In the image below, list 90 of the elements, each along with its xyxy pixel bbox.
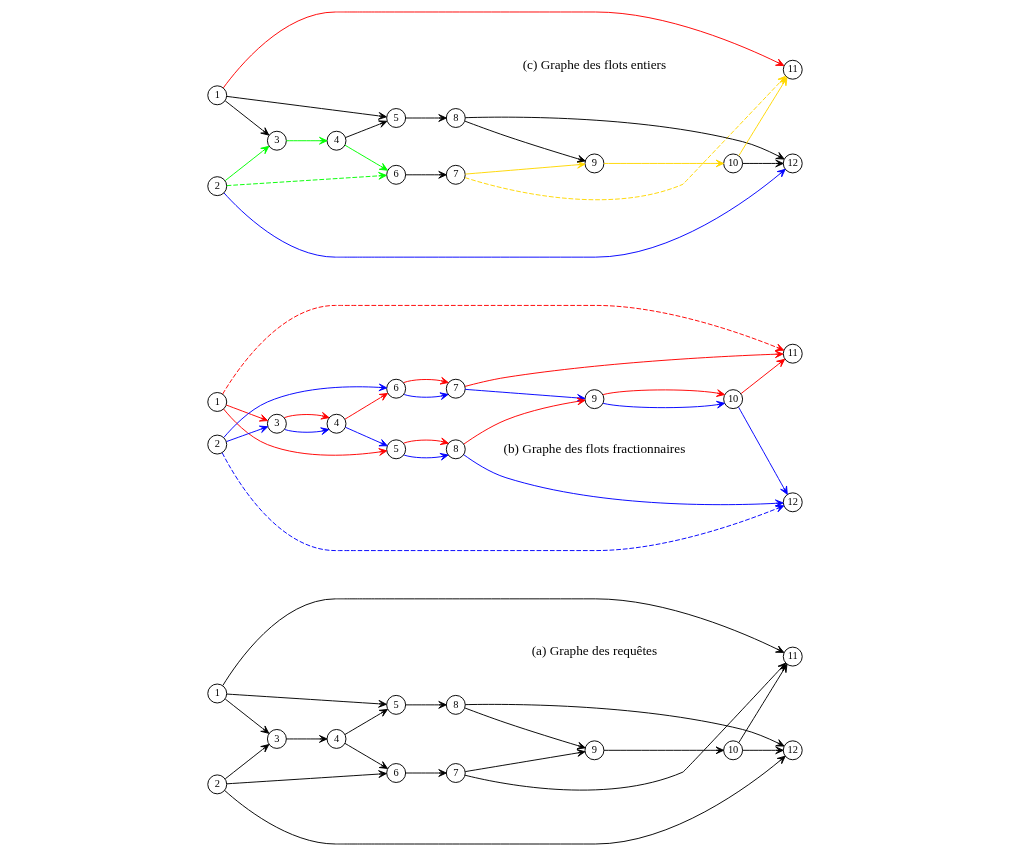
arrow <box>283 427 329 435</box>
node-circle: 5 <box>385 439 406 460</box>
arrow <box>225 770 387 785</box>
arrow <box>344 392 388 420</box>
arrow <box>285 735 327 743</box>
node-circle: 7 <box>445 378 466 399</box>
node-circle: 12 <box>782 153 803 174</box>
node-circle: 11 <box>782 646 803 667</box>
arrow <box>224 100 269 136</box>
node-circle: 9 <box>584 389 604 410</box>
node-circle: 3 <box>266 413 287 434</box>
arrow <box>225 693 387 708</box>
arrow <box>462 454 784 508</box>
arrow <box>344 120 387 139</box>
arrow <box>737 406 788 495</box>
arrow <box>344 742 388 769</box>
node-circle: 10 <box>722 389 743 410</box>
arrow <box>224 744 269 780</box>
label: (b) Graphe des flots fractionnaires <box>503 440 685 456</box>
node-circle: 3 <box>266 729 287 749</box>
arrow <box>402 437 449 446</box>
node-circle: 3 <box>266 130 287 151</box>
arrow <box>741 746 784 755</box>
arrow <box>464 120 586 163</box>
node-circle: 8 <box>445 694 466 715</box>
arrow <box>602 389 725 397</box>
node-circle: 8 <box>445 108 466 128</box>
arrow <box>741 159 784 168</box>
node-circle: 8 <box>445 439 466 460</box>
arrow <box>225 95 387 120</box>
node-circle: 5 <box>385 108 406 128</box>
arrow <box>404 170 447 179</box>
arrow <box>223 383 387 438</box>
arrow <box>740 358 785 395</box>
node-circle: 4 <box>326 729 346 749</box>
node-circle: 4 <box>326 130 346 151</box>
node-circle: 6 <box>385 763 406 783</box>
arrow <box>285 136 327 145</box>
arrow <box>404 769 447 777</box>
node-circle: 9 <box>584 153 604 174</box>
arrow <box>464 116 785 160</box>
node-circle: 10 <box>722 153 743 174</box>
arrow <box>221 452 784 552</box>
arrow <box>404 701 447 709</box>
label: (a) Graphe des requêtes <box>531 643 657 659</box>
arrow <box>602 159 724 168</box>
node-circle: 7 <box>445 164 466 185</box>
node-circle: 10 <box>722 740 743 761</box>
arrow <box>463 397 585 445</box>
arrow <box>464 703 785 747</box>
node-circle: 5 <box>385 694 406 715</box>
node-circle: 2 <box>206 176 227 197</box>
arrow <box>344 426 388 447</box>
arrow <box>402 376 449 385</box>
arrow <box>224 145 269 182</box>
node-circle: 12 <box>782 492 803 513</box>
node-circle: 6 <box>385 378 406 399</box>
arrow <box>223 755 786 845</box>
arrow <box>602 400 725 409</box>
node-circle: 2 <box>206 434 227 455</box>
node-circle: 2 <box>206 774 227 795</box>
arrow <box>602 746 724 755</box>
arrow <box>224 698 269 734</box>
node-circle: 9 <box>584 740 604 761</box>
node-circle: 1 <box>206 85 227 106</box>
arrow <box>225 425 268 443</box>
arrow <box>464 350 783 387</box>
node-circle: 7 <box>445 763 466 783</box>
arrow <box>225 404 268 422</box>
arrow <box>225 171 387 187</box>
node-circle: 4 <box>326 413 346 434</box>
arrow <box>464 160 585 175</box>
node-circle: 1 <box>206 683 227 704</box>
arrow <box>344 708 388 735</box>
node-circle: 11 <box>782 59 803 80</box>
arrow <box>403 392 449 400</box>
label: (c) Graphe des flots entiers <box>522 56 666 72</box>
node-circle: 6 <box>385 164 406 185</box>
arrow <box>464 749 585 773</box>
arrow <box>344 144 388 171</box>
arrow <box>221 304 784 395</box>
arrow <box>223 168 786 258</box>
arrow <box>403 452 449 461</box>
arrow <box>464 707 586 750</box>
arrow <box>283 411 329 420</box>
arrow <box>404 114 447 122</box>
node-circle: 1 <box>206 392 227 412</box>
node-circle: 11 <box>782 343 803 364</box>
node-circle: 12 <box>782 740 803 761</box>
arrow <box>222 408 387 456</box>
